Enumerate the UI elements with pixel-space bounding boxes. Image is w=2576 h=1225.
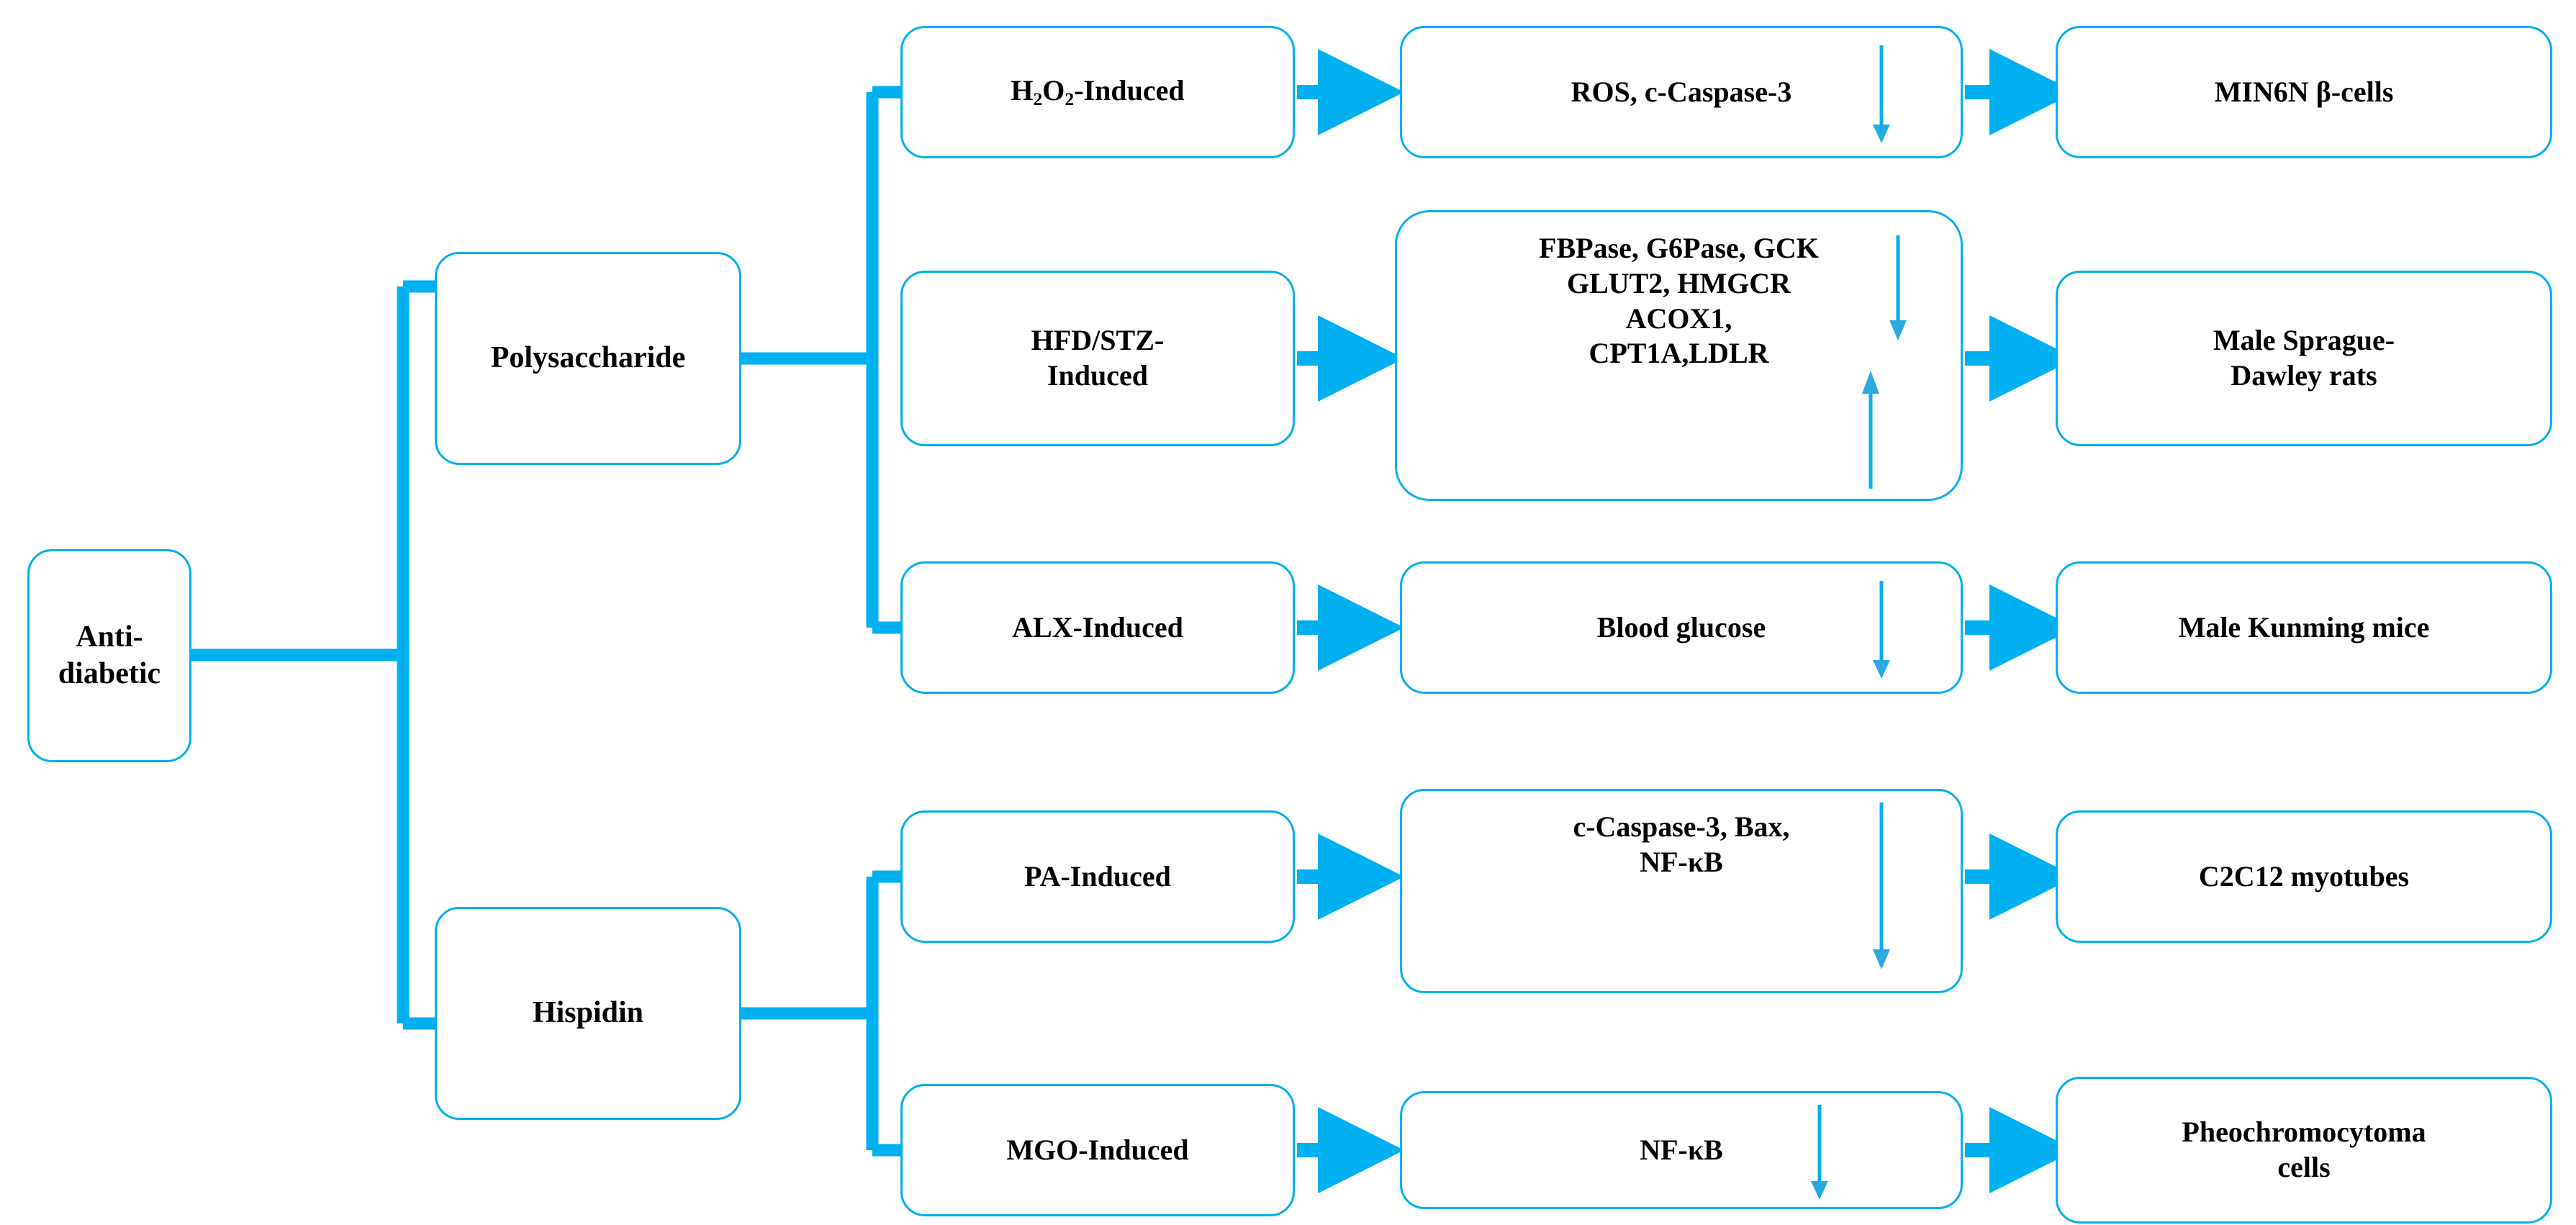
node-inducer-pa[interactable]: PA-Induced — [900, 810, 1295, 943]
node-markers-hfd-stz[interactable]: FBPase, G6Pase, GCK GLUT2, HMGCR ACOX1, … — [1395, 210, 1963, 501]
node-model-min6n-label: MIN6N β-cells — [2214, 75, 2394, 108]
node-markers-blood-glucose-label: Blood glucose — [1596, 610, 1766, 643]
node-inducer-hfd-stz-label: HFD/STZ- Induced — [1031, 324, 1165, 392]
arrow-group-inducer-to-markers — [1297, 49, 1405, 1193]
node-model-kunming-mice-label: Male Kunming mice — [2178, 610, 2430, 643]
arrow-group-markers-to-model — [1965, 49, 2076, 1193]
node-inducer-alx-label: ALX-Induced — [1012, 610, 1183, 643]
node-hispidin-label: Hispidin — [532, 996, 644, 1030]
node-inducer-mgo-label: MGO-Induced — [1006, 1133, 1189, 1166]
node-markers-blood-glucose[interactable]: Blood glucose — [1400, 561, 1963, 694]
node-model-min6n[interactable]: MIN6N β-cells — [2056, 26, 2552, 158]
node-anti-diabetic[interactable]: Anti-diabetic — [27, 549, 191, 762]
root-branch-bracket — [191, 280, 435, 1030]
polysaccharide-branch-bracket — [740, 86, 901, 634]
node-markers-ros-label: ROS, c-Caspase-3 — [1571, 75, 1792, 108]
node-markers-hfd-stz-label: FBPase, G6Pase, GCK GLUT2, HMGCR ACOX1, … — [1539, 232, 1819, 370]
node-hispidin[interactable]: Hispidin — [435, 907, 741, 1120]
node-inducer-alx[interactable]: ALX-Induced — [900, 561, 1295, 694]
node-polysaccharide-label: Polysaccharide — [490, 341, 686, 375]
node-markers-mgo-label: NF-κB — [1640, 1133, 1723, 1166]
node-model-c2c12-label: C2C12 myotubes — [2198, 859, 2410, 892]
node-model-pheochromocytoma[interactable]: Pheochromocytoma cells — [2056, 1077, 2552, 1224]
node-markers-pa[interactable]: c-Caspase-3, Bax, NF-κB — [1400, 789, 1963, 993]
arrow-up-icon — [1856, 369, 1885, 490]
node-polysaccharide[interactable]: Polysaccharide — [435, 252, 741, 465]
node-inducer-h2o2-label: H2O2-Induced — [1011, 74, 1185, 110]
node-anti-diabetic-label: Anti-diabetic — [58, 620, 161, 690]
node-model-sprague-dawley-label: Male Sprague- Dawley rats — [2213, 324, 2395, 392]
node-inducer-hfd-stz[interactable]: HFD/STZ- Induced — [900, 271, 1295, 446]
node-markers-ros[interactable]: ROS, c-Caspase-3 — [1400, 26, 1963, 158]
node-inducer-mgo[interactable]: MGO-Induced — [900, 1084, 1295, 1216]
node-markers-pa-label: c-Caspase-3, Bax, NF-κB — [1573, 810, 1790, 878]
node-inducer-pa-label: PA-Induced — [1024, 859, 1171, 892]
node-model-kunming-mice[interactable]: Male Kunming mice — [2056, 561, 2552, 694]
node-inducer-h2o2[interactable]: H2O2-Induced — [900, 26, 1295, 158]
node-model-sprague-dawley[interactable]: Male Sprague- Dawley rats — [2056, 271, 2552, 446]
node-model-c2c12[interactable]: C2C12 myotubes — [2056, 810, 2552, 943]
node-markers-mgo[interactable]: NF-κB — [1400, 1091, 1963, 1209]
hispidin-branch-bracket — [740, 870, 901, 1157]
node-model-pheochromocytoma-label: Pheochromocytoma cells — [2182, 1116, 2426, 1183]
